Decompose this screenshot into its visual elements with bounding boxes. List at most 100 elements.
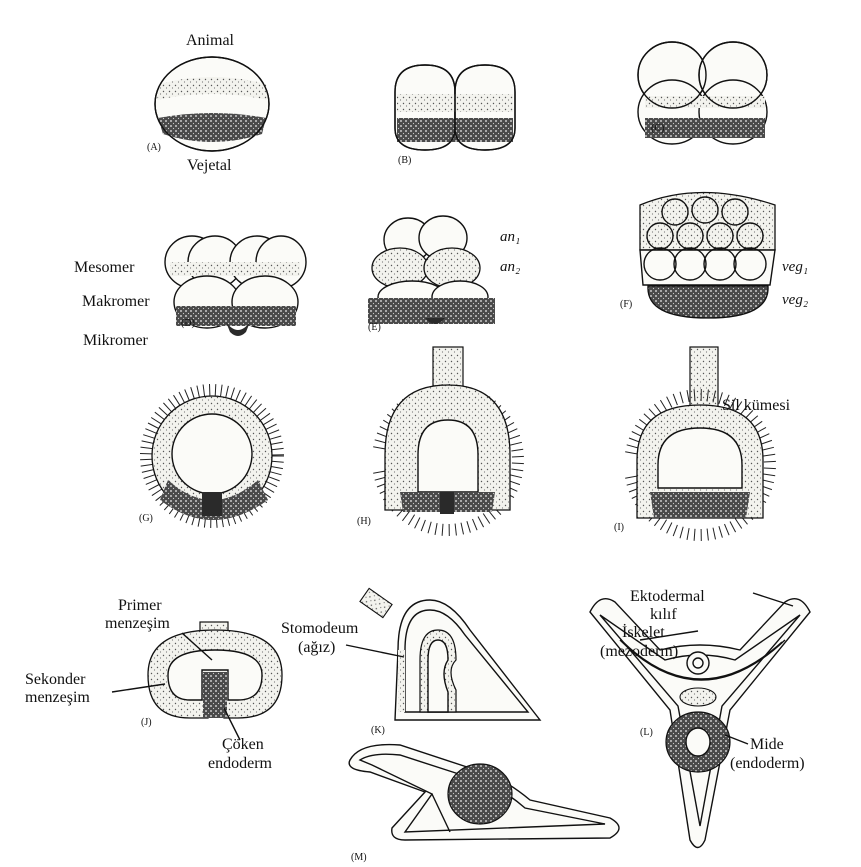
- cilium: [730, 522, 736, 533]
- cilium: [272, 448, 284, 449]
- panel-label-b: (B): [398, 155, 411, 166]
- cilium: [680, 527, 683, 539]
- an1-label: an₁: [500, 229, 520, 245]
- primary-mesenchyme-label-line1: Primer: [118, 597, 162, 614]
- cilia-tuft-label: Sil kümesi: [722, 397, 791, 414]
- cilium: [142, 441, 154, 444]
- panel-label-l: (L): [640, 727, 653, 738]
- cilium: [268, 430, 279, 434]
- cilium: [231, 388, 235, 399]
- cilium: [713, 528, 716, 540]
- panel-a-egg: [155, 57, 269, 151]
- cilium: [435, 523, 437, 535]
- cilium: [141, 464, 153, 466]
- panel-label-g: (G): [139, 513, 153, 524]
- cilium: [266, 424, 277, 429]
- mesomer-label: Mesomer: [74, 259, 135, 276]
- cilium: [762, 447, 774, 450]
- cilium: [511, 449, 523, 451]
- ectodermal-sheath-label-line2: kılıf: [650, 606, 677, 623]
- cilium: [673, 525, 677, 536]
- cilium: [155, 412, 165, 419]
- cilium: [203, 385, 205, 397]
- panel-label-m: (M): [351, 852, 367, 863]
- cilium: [478, 517, 484, 528]
- cilium: [174, 395, 180, 405]
- cilium: [510, 475, 522, 478]
- panel-i-vegetal-plate: [625, 347, 776, 541]
- cilium: [253, 404, 261, 413]
- cilium: [509, 435, 520, 439]
- cilium: [270, 436, 282, 439]
- veg2-label: veg₂: [782, 292, 808, 308]
- stomodeum-label-line2: (ağız): [298, 639, 335, 656]
- cilium: [461, 523, 464, 535]
- panel-label-f: (F): [620, 299, 632, 310]
- cilium: [245, 396, 252, 406]
- cilium: [687, 528, 689, 540]
- cilium: [241, 393, 247, 404]
- cilium: [512, 456, 524, 457]
- cilium: [763, 474, 775, 476]
- panel-label-k: (K): [371, 725, 385, 736]
- cilium: [762, 480, 774, 483]
- panel-label-a: (A): [147, 142, 161, 153]
- cilium: [163, 403, 171, 412]
- cilium: [221, 385, 223, 397]
- panel-label-i: (I): [614, 522, 624, 533]
- panel-label-c: (C): [651, 123, 664, 134]
- cilium: [442, 524, 443, 536]
- cilium: [654, 404, 661, 414]
- cilium: [402, 511, 409, 521]
- cilium: [673, 394, 677, 405]
- cilium: [483, 514, 490, 524]
- cilium: [660, 520, 666, 530]
- vegetal-pole-label: Vejetal: [187, 157, 232, 174]
- cilium: [151, 418, 161, 424]
- cilium: [719, 526, 723, 537]
- an2-label: an₂: [500, 259, 520, 275]
- cilium: [625, 452, 637, 454]
- cilium: [735, 519, 742, 529]
- panel-m-larva-side: [349, 745, 619, 840]
- cilium: [144, 475, 155, 479]
- panel-label-d: (D): [181, 318, 195, 329]
- cilium: [764, 461, 776, 462]
- cilium: [694, 529, 695, 541]
- cilium: [140, 459, 152, 460]
- cilium: [197, 386, 200, 398]
- cilium: [707, 529, 708, 541]
- secondary-mesenchyme-label-line1: Sekonder: [25, 671, 86, 688]
- stomach-label-line2: (endoderm): [730, 755, 805, 772]
- cilium: [268, 477, 279, 481]
- cilium: [375, 440, 387, 443]
- cilium: [373, 471, 385, 473]
- cilium: [236, 390, 241, 401]
- cilium: [510, 442, 522, 445]
- panel-b-two-cell: [395, 65, 515, 150]
- stomach-label-line1: Mide: [750, 736, 784, 753]
- cilium: [149, 485, 160, 491]
- panel-label-e: (E): [368, 322, 381, 333]
- cilium: [627, 445, 639, 448]
- cilium: [512, 463, 524, 464]
- panel-label-j: (J): [141, 717, 152, 728]
- cilium: [143, 435, 155, 439]
- cilium: [257, 408, 266, 416]
- mikromer-label: Mikromer: [83, 332, 149, 349]
- invaginating-endoderm-label-line2: endoderm: [208, 755, 273, 772]
- skeleton-label-line1: İskelet: [622, 623, 665, 641]
- cilium: [185, 389, 190, 400]
- invaginating-endoderm-label-line1: Çöken: [222, 736, 264, 753]
- cilium: [271, 467, 283, 469]
- secondary-mesenchyme-label-line2: menzeşim: [25, 689, 90, 706]
- veg1-label: veg₁: [782, 259, 808, 275]
- cilium: [761, 440, 772, 444]
- cilium: [421, 520, 425, 531]
- cilium: [191, 387, 195, 399]
- cilium: [148, 423, 159, 429]
- panel-label-h: (H): [357, 516, 371, 527]
- cilium: [455, 524, 456, 536]
- cilium: [264, 486, 274, 492]
